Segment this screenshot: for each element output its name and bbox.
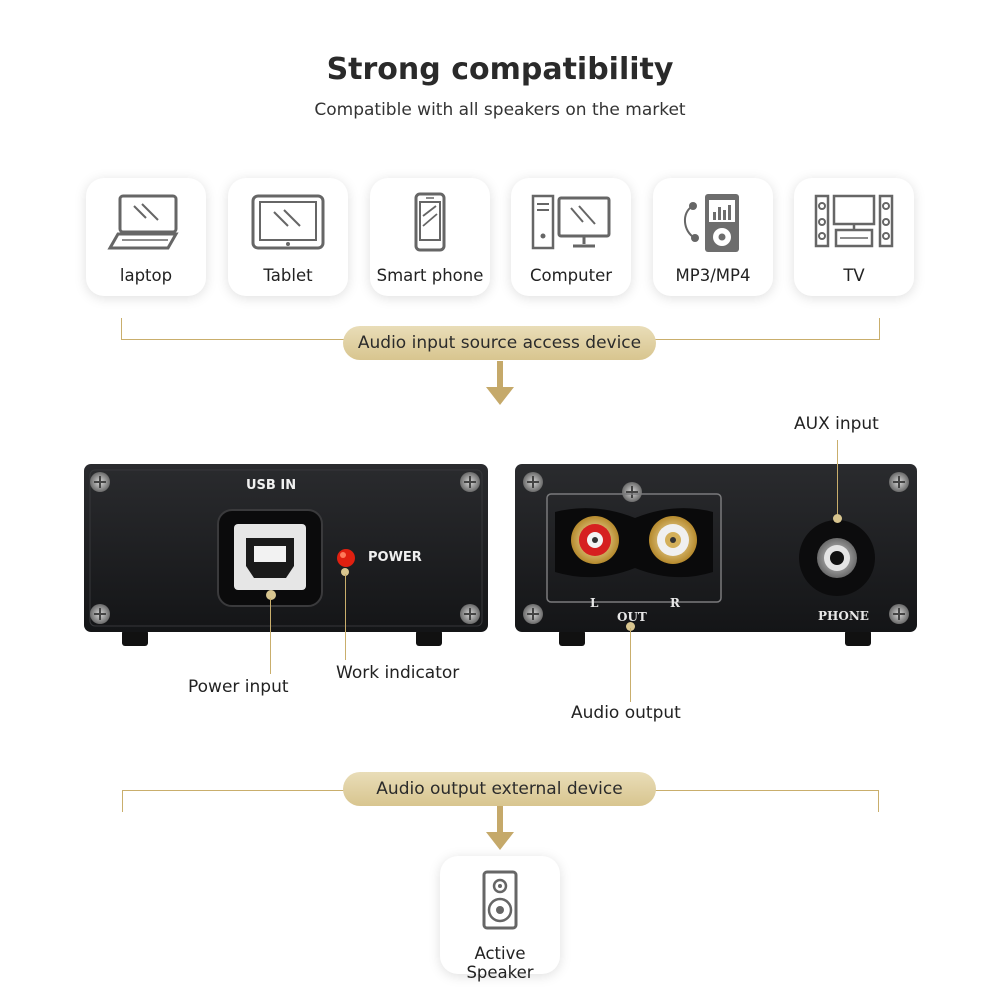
source-label-laptop: laptop: [119, 266, 173, 285]
audio-output-callout: Audio output: [571, 703, 681, 723]
dac-back-panel: [515, 464, 917, 646]
audio-output-leader: [630, 628, 631, 702]
input-bracket-left: [121, 318, 122, 340]
input-source-banner: Audio input source access device: [343, 326, 656, 360]
source-label-tv: TV: [843, 266, 865, 285]
laptop-icon: [107, 194, 179, 250]
speaker-icon: [482, 870, 518, 930]
aux-input-callout: AUX input: [794, 414, 879, 434]
output-card-speaker: Active Speaker: [440, 856, 560, 982]
tablet-icon: [251, 194, 325, 250]
work-indicator-callout: Work indicator: [336, 663, 460, 683]
aux-input-leader: [837, 440, 838, 518]
source-label-tablet: Tablet: [263, 266, 313, 285]
output-device-banner: Audio output external device: [343, 772, 656, 806]
output-bracket-right: [878, 790, 879, 812]
source-label-computer: Computer: [529, 266, 613, 285]
source-card-laptop: laptop: [86, 178, 206, 296]
smartphone-icon: [414, 192, 446, 252]
usb-port-marker: [266, 590, 276, 600]
left-channel-label: L: [590, 596, 599, 610]
source-card-computer: Computer: [511, 178, 631, 296]
page-title: Strong compatibility: [326, 52, 674, 87]
led-marker: [341, 568, 349, 576]
source-label-mp3: MP3/MP4: [675, 266, 751, 285]
source-label-smartphone: Smart phone: [376, 266, 484, 285]
source-card-mp3: MP3/MP4: [653, 178, 773, 296]
output-label-speaker: Active Speaker: [466, 944, 534, 982]
source-card-tv: TV: [794, 178, 914, 296]
right-channel-label: R: [670, 596, 680, 610]
source-card-smartphone: Smart phone: [370, 178, 490, 296]
down-arrow-icon: [486, 806, 514, 850]
computer-icon: [531, 194, 611, 250]
rca-out-marker: [626, 622, 635, 631]
mp3-player-icon: [684, 194, 739, 252]
input-bracket-right: [879, 318, 880, 340]
power-input-callout: Power input: [188, 677, 289, 697]
screw-icon: [90, 472, 480, 624]
phone-label: PHONE: [818, 609, 869, 623]
output-bracket-left: [122, 790, 123, 812]
usb-in-label: USB IN: [246, 478, 297, 493]
aux-jack-marker: [833, 514, 842, 523]
work-indicator-leader: [345, 574, 346, 660]
source-card-tablet: Tablet: [228, 178, 348, 296]
screw-icon: [523, 472, 909, 624]
dac-front-panel: [84, 464, 488, 646]
power-label: POWER: [368, 550, 422, 565]
out-label: OUT: [617, 610, 647, 624]
page-subtitle: Compatible with all speakers on the mark…: [314, 100, 686, 120]
down-arrow-icon: [486, 361, 514, 405]
power-input-leader: [270, 598, 271, 674]
tv-icon: [814, 194, 894, 248]
